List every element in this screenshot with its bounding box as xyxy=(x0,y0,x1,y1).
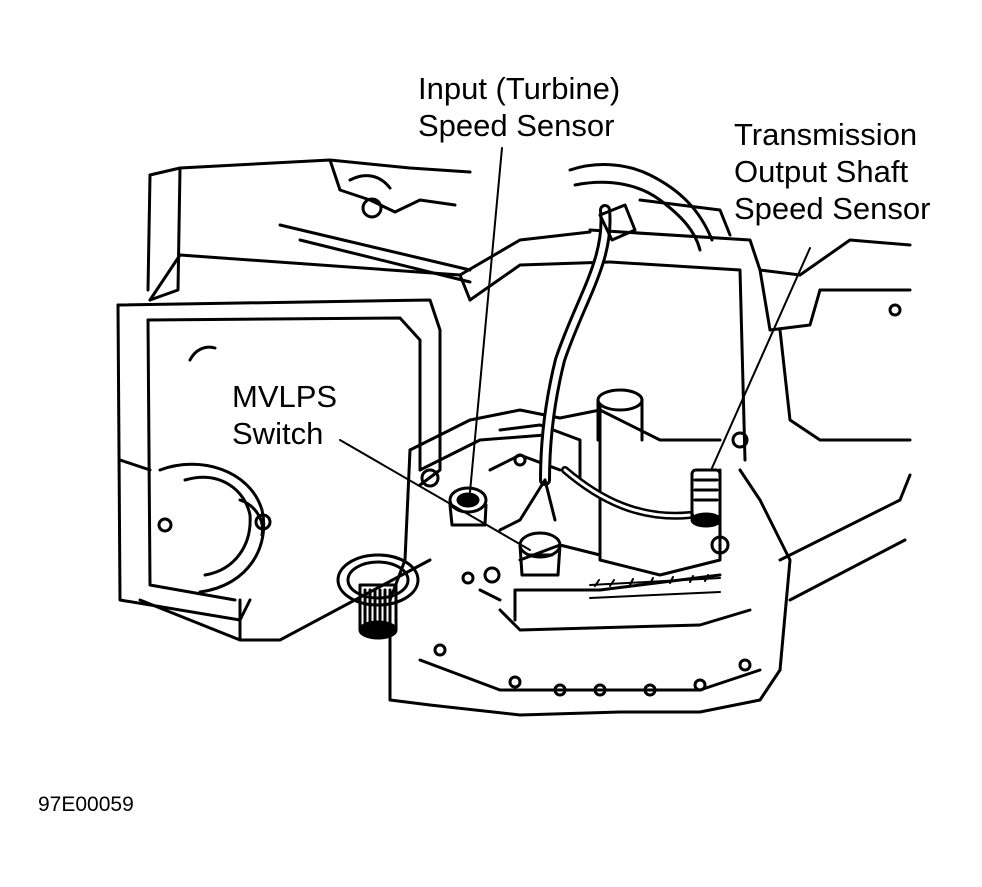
input-speed-sensor-label: Input (Turbine) Speed Sensor xyxy=(418,70,620,144)
mvlps-switch-label-line-2: Switch xyxy=(232,416,324,451)
output-speed-sensor-part xyxy=(690,431,749,528)
mvlps-switch-label-line-1: MVLPS xyxy=(232,379,338,414)
input-speed-sensor-label-line-2: Speed Sensor xyxy=(418,108,615,143)
leader-mvlps-switch xyxy=(339,439,531,551)
mvlps-switch-label: MVLPS Switch xyxy=(232,378,337,452)
figure-id: 97E00059 xyxy=(38,793,134,816)
engine-body-outline xyxy=(146,158,612,302)
wiring-harness xyxy=(498,203,694,532)
output-speed-sensor-label: Transmission Output Shaft Speed Sensor xyxy=(734,116,930,227)
leader-lines xyxy=(339,147,811,551)
input-speed-sensor-label-line-1: Input (Turbine) xyxy=(418,71,621,106)
output-speed-sensor-label-line-3: Speed Sensor xyxy=(734,191,931,226)
output-shaft xyxy=(336,553,420,640)
bell-housing xyxy=(116,298,442,642)
input-speed-sensor-part xyxy=(448,486,488,527)
valve-body xyxy=(488,388,722,622)
casting-stamp xyxy=(589,574,721,599)
output-speed-sensor-label-line-1: Transmission xyxy=(734,117,918,152)
right-housing xyxy=(568,163,912,462)
transmission-case xyxy=(388,408,912,717)
output-speed-sensor-label-line-2: Output Shaft xyxy=(734,154,909,189)
leader-input-speed-sensor xyxy=(469,147,503,493)
leader-output-speed-sensor xyxy=(711,247,811,469)
